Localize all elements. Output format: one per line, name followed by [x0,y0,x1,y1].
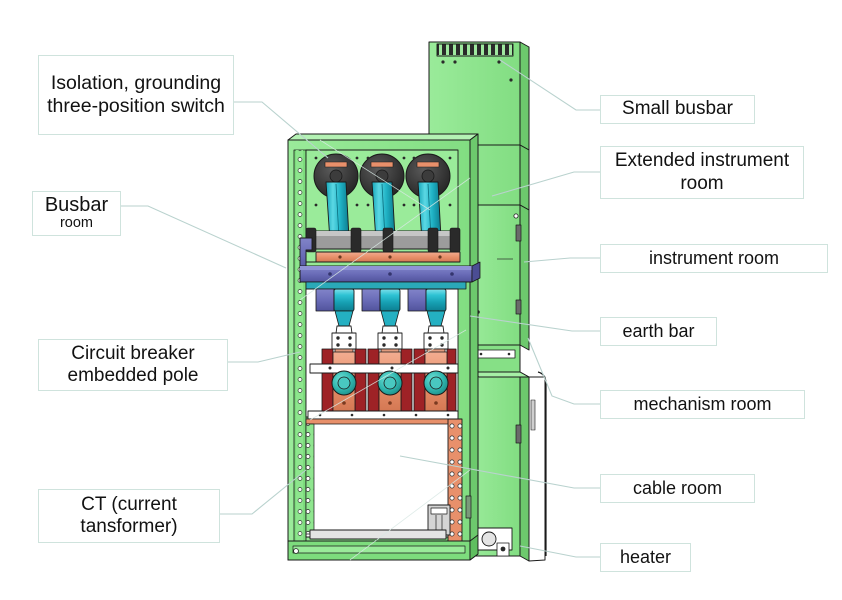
callout-label-circuit-breaker: Circuit breaker embedded pole [67,342,199,386]
callout-label-current-transformer: CT (current tansformer) [80,493,178,537]
callout-label-earth-bar: earth bar [622,321,695,342]
callout-label-busbar-room-line1: Busbar [44,194,109,217]
callout-earth-bar[interactable]: earth bar [600,317,717,346]
callout-label-cable-room: cable room [632,478,723,499]
busbar-room [305,149,461,263]
callout-heater[interactable]: heater [600,543,691,572]
callout-isolation-switch[interactable]: Isolation, grounding three-position swit… [38,55,234,135]
callout-label-instrument-room: instrument room [648,248,780,269]
callout-label-mechanism-room: mechanism room [633,394,772,415]
busbar-beam [299,261,481,290]
callout-label-busbar-room-line2: room [59,215,94,232]
callout-label-isolation-switch: Isolation, grounding three-position swit… [47,72,225,117]
insulator-assembly [313,153,451,242]
callout-circuit-breaker[interactable]: Circuit breaker embedded pole [38,339,228,391]
callout-cable-room[interactable]: cable room [600,474,755,503]
breaker-pole [377,288,403,360]
callout-current-transformer[interactable]: CT (current tansformer) [38,489,220,543]
callout-label-small-busbar: Small busbar [622,98,733,120]
callout-label-heater: heater [619,547,672,568]
callout-busbar-room[interactable]: Busbar room [32,191,121,236]
current-transformer-ring [331,370,449,396]
circuit-breaker-room [305,288,459,420]
callout-instrument-room[interactable]: instrument room [600,244,828,273]
callout-extended-instrument-room[interactable]: Extended instrument room [600,146,804,199]
callout-label-extended-instrument-room: Extended instrument room [614,150,790,194]
cabinet-base [287,495,513,561]
callout-mechanism-room[interactable]: mechanism room [600,390,805,419]
cable-room [305,418,463,545]
callout-small-busbar[interactable]: Small busbar [600,95,755,124]
